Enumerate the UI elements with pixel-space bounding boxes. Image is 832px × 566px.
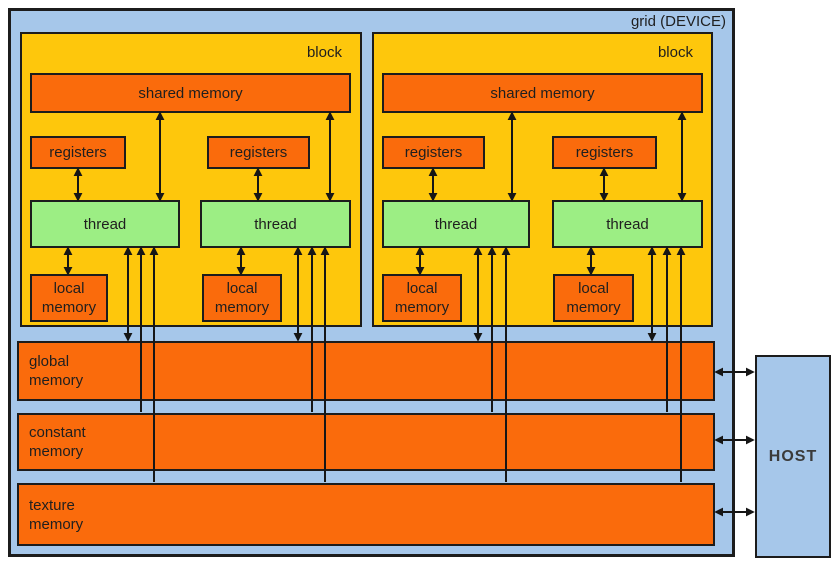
grid-device-title: grid (DEVICE)	[630, 13, 726, 30]
block-2-local-memory-2: local memory	[553, 274, 634, 322]
block-2-thread-2: thread	[552, 200, 703, 248]
grid-device-container: grid (DEVICE) block shared memory regist…	[8, 8, 735, 557]
host-box: HOST	[755, 355, 831, 558]
block-2-registers-2: registers	[552, 136, 657, 169]
constant-memory-bar: constant memory	[17, 413, 715, 471]
host-label: HOST	[768, 447, 818, 465]
block-1-registers-2: registers	[207, 136, 310, 169]
block-2-registers-1: registers	[382, 136, 485, 169]
block-1: block shared memory registers registers …	[20, 32, 362, 327]
block-2-shared-memory: shared memory	[382, 73, 703, 113]
global-memory-label: global memory	[29, 353, 84, 389]
block-1-shared-memory: shared memory	[30, 73, 351, 113]
block-1-local-memory-1: local memory	[30, 274, 108, 322]
block-1-thread-2: thread	[200, 200, 351, 248]
block-2: block shared memory registers registers …	[372, 32, 713, 327]
global-memory-bar: global memory	[17, 341, 715, 401]
texture-memory-bar: texture memory	[17, 483, 715, 546]
constant-memory-label: constant memory	[29, 424, 86, 460]
block-2-local-memory-1: local memory	[382, 274, 462, 322]
block-1-local-memory-2: local memory	[202, 274, 282, 322]
block-1-thread-1: thread	[30, 200, 180, 248]
block-2-title: block	[657, 44, 693, 61]
texture-memory-label: texture memory	[29, 496, 84, 533]
block-1-registers-1: registers	[30, 136, 126, 169]
block-2-thread-1: thread	[382, 200, 530, 248]
block-1-title: block	[306, 44, 342, 61]
